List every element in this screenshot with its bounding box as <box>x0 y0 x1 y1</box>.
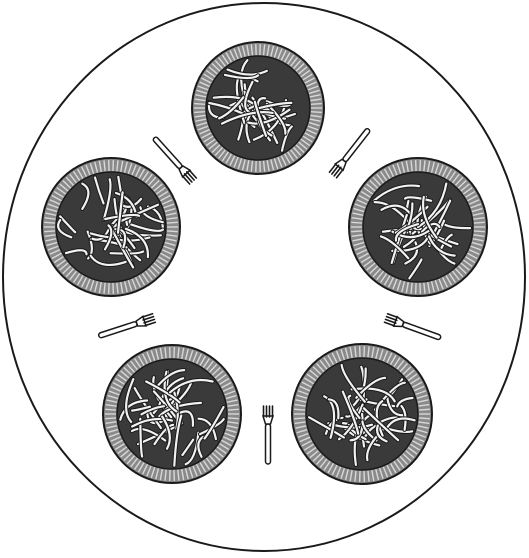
spaghetti-plate <box>42 158 180 296</box>
spaghetti-plate <box>349 158 487 296</box>
spaghetti-plate <box>292 344 432 484</box>
spaghetti-plate <box>103 345 241 483</box>
spaghetti-plate <box>192 42 324 174</box>
